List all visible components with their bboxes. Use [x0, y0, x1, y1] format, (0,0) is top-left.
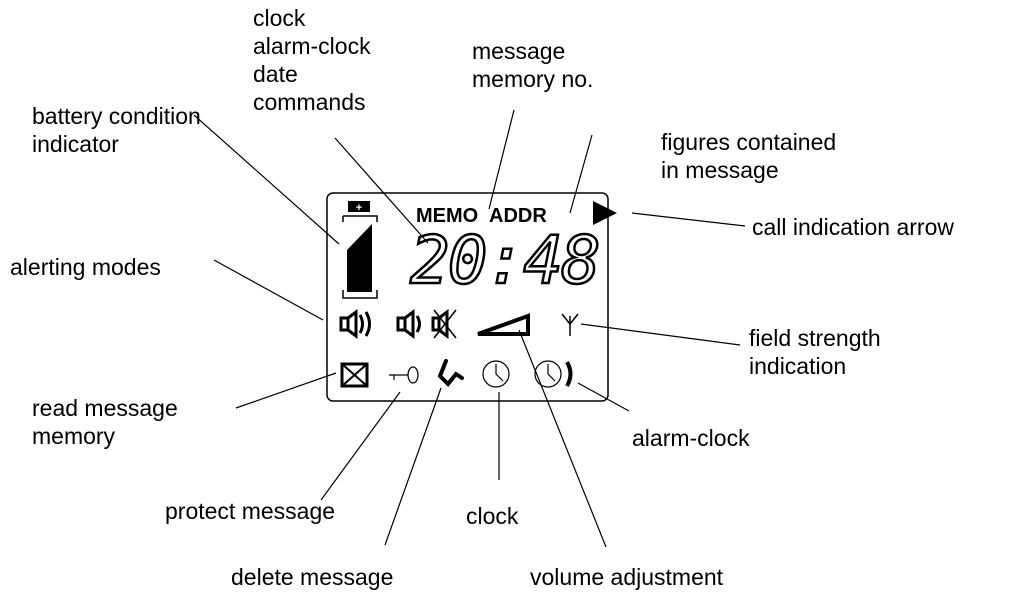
label-field-strength-line1: field strength [749, 325, 881, 351]
leader-field-strength [580, 323, 741, 346]
label-read-message-memory-line2: memory [32, 423, 116, 449]
leader-read-memory [235, 372, 337, 409]
leader-volume [518, 329, 607, 548]
speaker-loud-icon [339, 309, 371, 339]
label-battery-condition-line1: battery condition [32, 103, 201, 129]
alarm-clock-icon [534, 360, 573, 388]
speaker-soft-icon [396, 309, 421, 339]
label-battery-condition-line2: indicator [32, 131, 119, 157]
time-display: 20:48 [410, 222, 599, 299]
label-battery-condition: battery condition indicator [32, 102, 201, 158]
label-read-message-memory-line1: read message [32, 395, 178, 421]
leader-call-arrow [631, 212, 746, 227]
label-call-indication-arrow: call indication arrow [752, 214, 954, 240]
label-figures-contained-line2: in message [661, 157, 779, 183]
label-alerting-modes: alerting modes [10, 254, 161, 280]
label-message-memory-no-line1: message [472, 38, 566, 64]
label-clock-functions-line1: clock [253, 5, 306, 31]
call-arrow-icon [593, 201, 617, 225]
clock-icon [482, 360, 510, 388]
display-frame [326, 192, 609, 402]
label-protect-message: protect message [165, 498, 336, 524]
label-delete-message: delete message [231, 564, 394, 590]
leader-clock-functions [334, 137, 429, 244]
label-clock-functions: clock alarm-clock date commands [253, 4, 371, 116]
addr-label: ADDR [489, 205, 547, 227]
label-clock-functions-line2: alarm-clock [253, 33, 371, 59]
leader-addr [569, 134, 593, 214]
label-clock-functions-line3: date [253, 61, 298, 87]
speaker-muted-icon [431, 309, 457, 339]
label-alarm-clock: alarm-clock [632, 425, 750, 451]
envelope-icon [340, 362, 369, 388]
memo-label: MEMO [416, 205, 478, 227]
battery-plus: + [356, 202, 362, 214]
leader-alerting [213, 259, 324, 321]
leader-alarm-clock [577, 382, 630, 412]
label-figures-contained-line1: figures contained [661, 129, 837, 155]
leader-memo [488, 109, 515, 210]
label-message-memory-no: message memory no. [472, 37, 593, 93]
label-clock-functions-line4: commands [253, 89, 366, 115]
leader-delete [384, 387, 442, 546]
label-read-message-memory: read message memory [32, 394, 178, 450]
battery-icon: + [342, 201, 378, 299]
label-figures-contained: figures contained in message [661, 128, 836, 184]
label-clock: clock [466, 503, 519, 529]
key-icon [389, 366, 419, 384]
delete-icon [437, 359, 464, 387]
label-volume-adjustment: volume adjustment [530, 564, 724, 590]
volume-wedge-icon [477, 313, 530, 336]
leader-battery [193, 114, 340, 245]
leader-lines [193, 109, 746, 548]
antenna-icon [561, 313, 579, 336]
label-message-memory-no-line2: memory no. [472, 66, 594, 92]
label-field-strength: field strength indication [749, 324, 881, 380]
label-field-strength-line2: indication [749, 353, 847, 379]
leader-protect [320, 391, 401, 501]
